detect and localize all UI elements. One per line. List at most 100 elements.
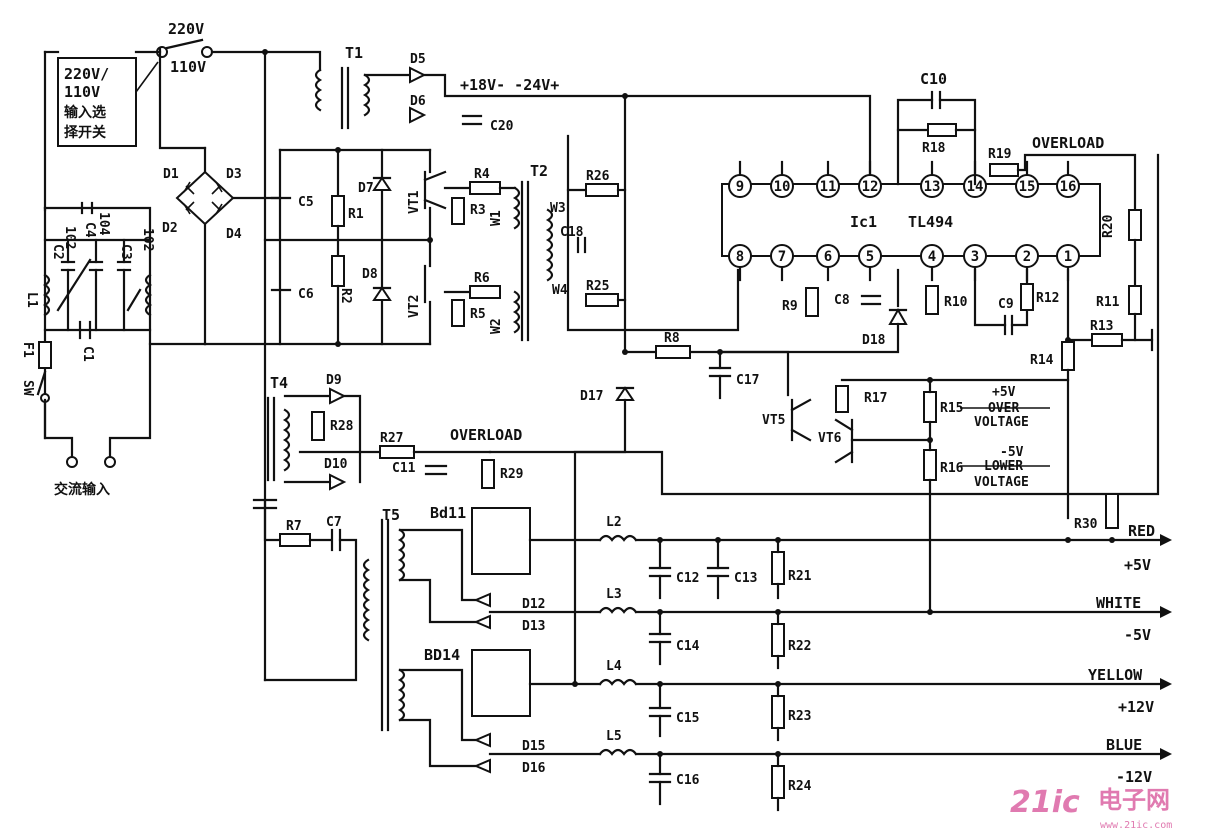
ic-pin-number: 14 — [967, 179, 984, 195]
c10-label: C10 — [920, 70, 947, 88]
aux-supply: T1 D5 D6 +18V- -24V+ C20 — [263, 44, 872, 186]
c13-label: C13 — [734, 571, 757, 586]
d7-label: D7 — [358, 181, 374, 196]
lower-v-label: -5V — [1000, 445, 1024, 460]
ic-pin-number: 15 — [1019, 179, 1036, 195]
aux-rail-label: +18V- -24V+ — [460, 76, 559, 94]
c16-label: C16 — [676, 773, 700, 788]
r16-label: R16 — [940, 461, 964, 476]
ic-pin-1 — [1056, 244, 1080, 268]
half-bridge-section: C5 C6 R1 R2 D7 D8 VT1 VT2 R4 R3 W1 — [203, 148, 521, 346]
rail-red-voltage: +5V — [1124, 556, 1151, 574]
ic-name-label: Ic1 — [850, 213, 877, 231]
l4-label: L4 — [606, 659, 622, 674]
ic-pin-number: 4 — [928, 249, 936, 265]
c7-label: C7 — [326, 515, 342, 530]
ic-pin-15 — [1015, 174, 1039, 198]
r21-label: R21 — [788, 569, 812, 584]
r13-label: R13 — [1090, 319, 1113, 334]
c6-label: C6 — [298, 287, 314, 302]
selector-note-box — [57, 57, 137, 147]
vt6-label: VT6 — [818, 431, 842, 446]
d9-label: D9 — [326, 373, 342, 388]
d6-label: D6 — [410, 94, 426, 109]
d12-label: D12 — [522, 597, 545, 612]
r2-label: R2 — [338, 288, 353, 304]
ic-pin-6 — [816, 244, 840, 268]
watermark: 21ic 电子网 www.21ic.com — [1010, 785, 1172, 831]
rail-white-voltage: -5V — [1124, 626, 1151, 644]
d18-label: D18 — [862, 333, 886, 348]
l5-label: L5 — [606, 729, 622, 744]
selector-note-line2: 110V — [64, 83, 100, 101]
c3-label: C3 — [118, 244, 133, 260]
r23-label: R23 — [788, 709, 811, 724]
ic-pin-number: 9 — [736, 179, 744, 195]
rail-red-color: RED — [1128, 522, 1155, 540]
ic-pin-number: 8 — [736, 249, 744, 265]
rail-yellow-color: YELLOW — [1088, 666, 1143, 684]
c1-label: C1 — [80, 346, 95, 362]
driver-transformer: T2 W3 W4 C18 R26 R25 — [520, 94, 740, 354]
t4-label: T4 — [270, 374, 288, 392]
r1-label: R1 — [348, 207, 364, 222]
lower-text2: VOLTAGE — [974, 475, 1029, 490]
d5-label: D5 — [410, 52, 426, 67]
ic-pin-12 — [858, 174, 882, 198]
c4-label: C4 — [82, 222, 97, 238]
r12-label: R12 — [1036, 291, 1059, 306]
r22-label: R22 — [788, 639, 811, 654]
protect-overload-label: OVERLOAD — [450, 426, 522, 444]
ic-pin-number: 10 — [774, 179, 791, 195]
c17-label: C17 — [736, 373, 759, 388]
r25-label: R25 — [586, 279, 609, 294]
r9-label: R9 — [782, 299, 798, 314]
l1-label: L1 — [24, 292, 39, 308]
ic-pin-9 — [728, 174, 752, 198]
d4-label: D4 — [226, 227, 242, 242]
ic-pin-4 — [920, 244, 944, 268]
c15-label: C15 — [676, 711, 699, 726]
watermark-cn: 电子网 — [1098, 786, 1170, 814]
r14-label: R14 — [1030, 353, 1054, 368]
r15-label: R15 — [940, 401, 963, 416]
ic-pin-number: 3 — [971, 249, 979, 265]
selector-110v-label: 110V — [170, 58, 206, 76]
c20-label: C20 — [490, 119, 514, 134]
d2-label: D2 — [162, 221, 178, 236]
rail-white-color: WHITE — [1096, 594, 1141, 612]
r26-label: R26 — [586, 169, 610, 184]
r6-label: R6 — [474, 271, 490, 286]
ic-pin-number: 6 — [824, 249, 832, 265]
t1-label: T1 — [345, 44, 363, 62]
ic-pin-number: 1 — [1064, 249, 1072, 265]
r24-label: R24 — [788, 779, 812, 794]
l2-label: L2 — [606, 515, 622, 530]
ic-pin-8 — [728, 244, 752, 268]
ic-pin-3 — [963, 244, 987, 268]
ic-pin-11 — [816, 174, 840, 198]
c2-value: 102 — [62, 226, 77, 249]
c2-label: C2 — [50, 244, 65, 260]
ic-pin-13 — [920, 174, 944, 198]
w4-label: W4 — [552, 283, 568, 298]
selector-note-line3: 输入选 — [64, 104, 106, 121]
t5-label: T5 — [382, 506, 400, 524]
ic-pin-number: 16 — [1060, 179, 1077, 195]
bd11-label: Bd11 — [430, 504, 466, 522]
ac-terminal-left — [66, 456, 78, 468]
c9-label: C9 — [998, 297, 1014, 312]
d8-label: D8 — [362, 267, 378, 282]
c8-label: C8 — [834, 293, 850, 308]
watermark-brand: 21ic — [1010, 785, 1080, 820]
r8-label: R8 — [664, 331, 680, 346]
rail-blue-color: BLUE — [1106, 736, 1142, 754]
d13-label: D13 — [522, 619, 545, 634]
r4-label: R4 — [474, 167, 490, 182]
ic-pin-number: 5 — [866, 249, 874, 265]
ic-part-label: TL494 — [908, 213, 953, 231]
selector-note-line4: 择开关 — [64, 124, 106, 141]
r11-label: R11 — [1096, 295, 1120, 310]
r7-label: R7 — [286, 519, 302, 534]
w3-label: W3 — [550, 201, 566, 216]
